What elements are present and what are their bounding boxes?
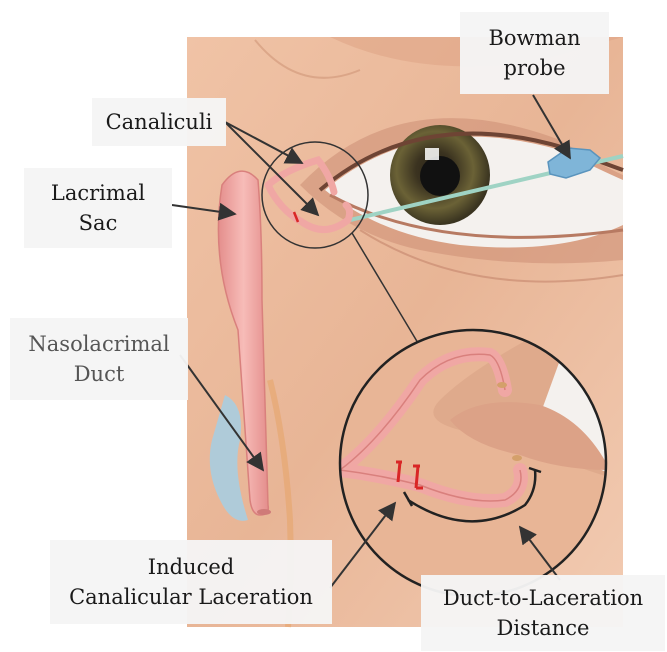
label-canaliculi: Canaliculi xyxy=(92,98,226,146)
label-bowman-probe: Bowman probe xyxy=(460,12,609,94)
label-lacrimal-sac: Lacrimal Sac xyxy=(24,168,172,248)
label-duct-to-laceration: Duct-to-Laceration Distance xyxy=(421,575,665,651)
label-induced-laceration: Induced Canalicular Laceration xyxy=(50,540,332,624)
label-nasolacrimal-duct: Nasolacrimal Duct xyxy=(10,318,188,400)
pupil xyxy=(420,156,460,196)
